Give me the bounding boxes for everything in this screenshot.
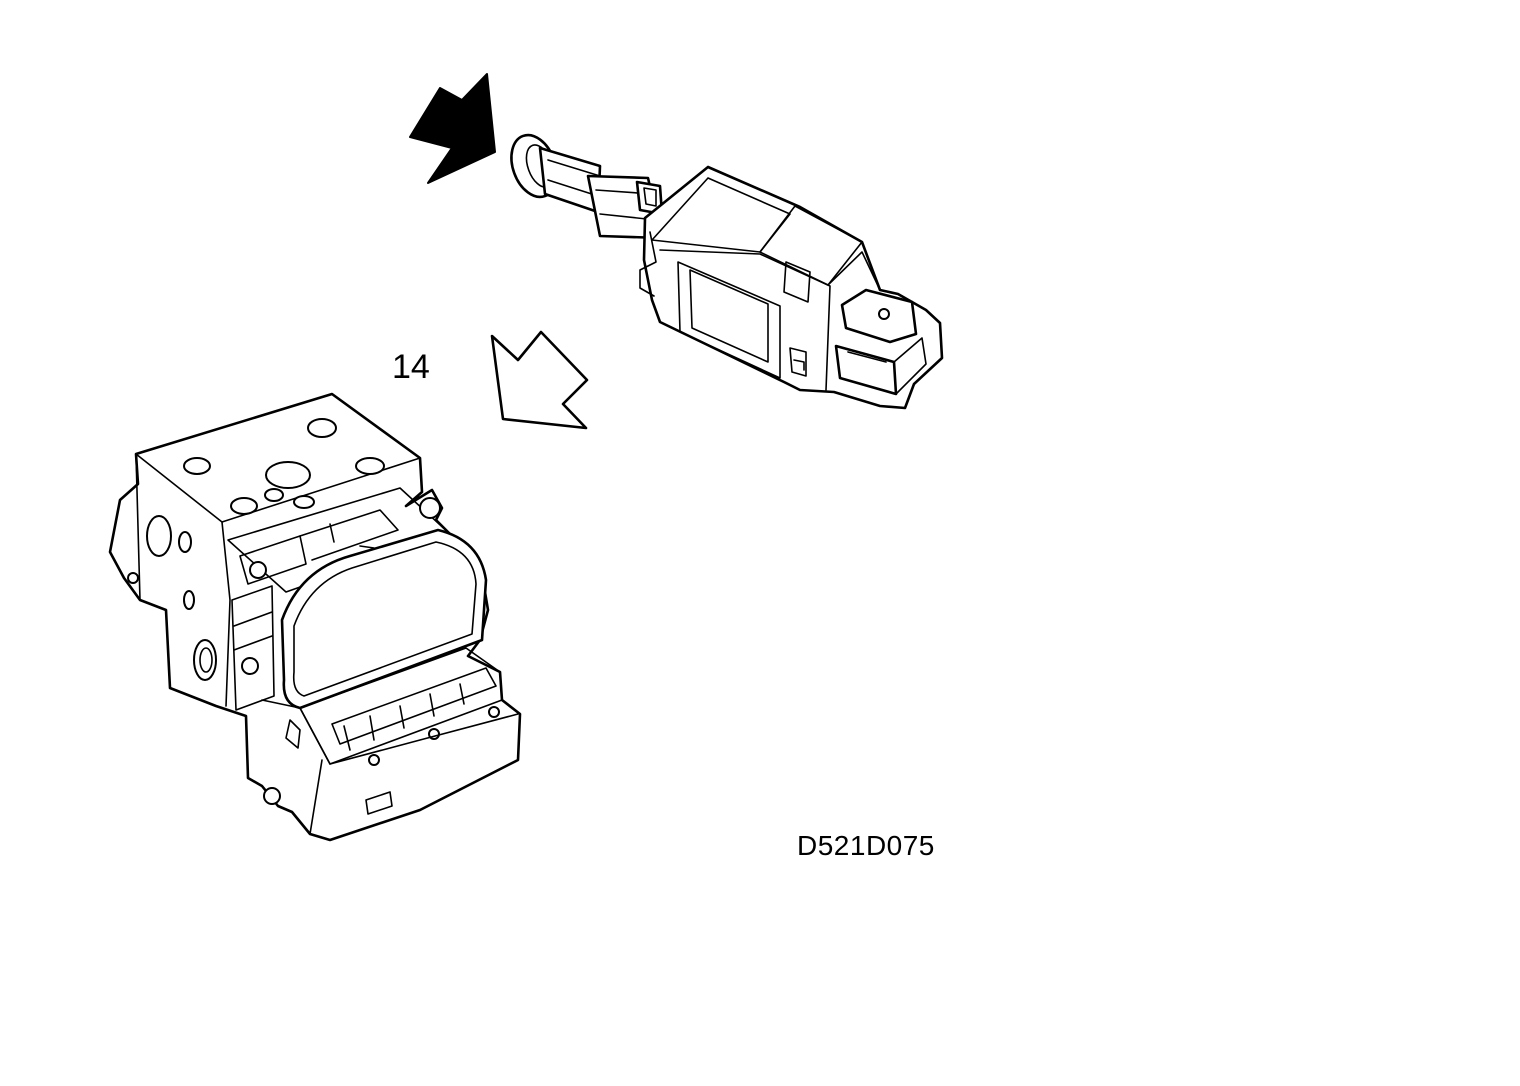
figure-reference-code: D521D075 [797,830,935,861]
abs-control-unit [108,392,522,842]
solid-arrow-icon [409,73,496,184]
brake-light-switch [510,133,944,410]
callout-number-14: 14 [392,348,430,386]
outline-arrow-icon [490,330,589,430]
